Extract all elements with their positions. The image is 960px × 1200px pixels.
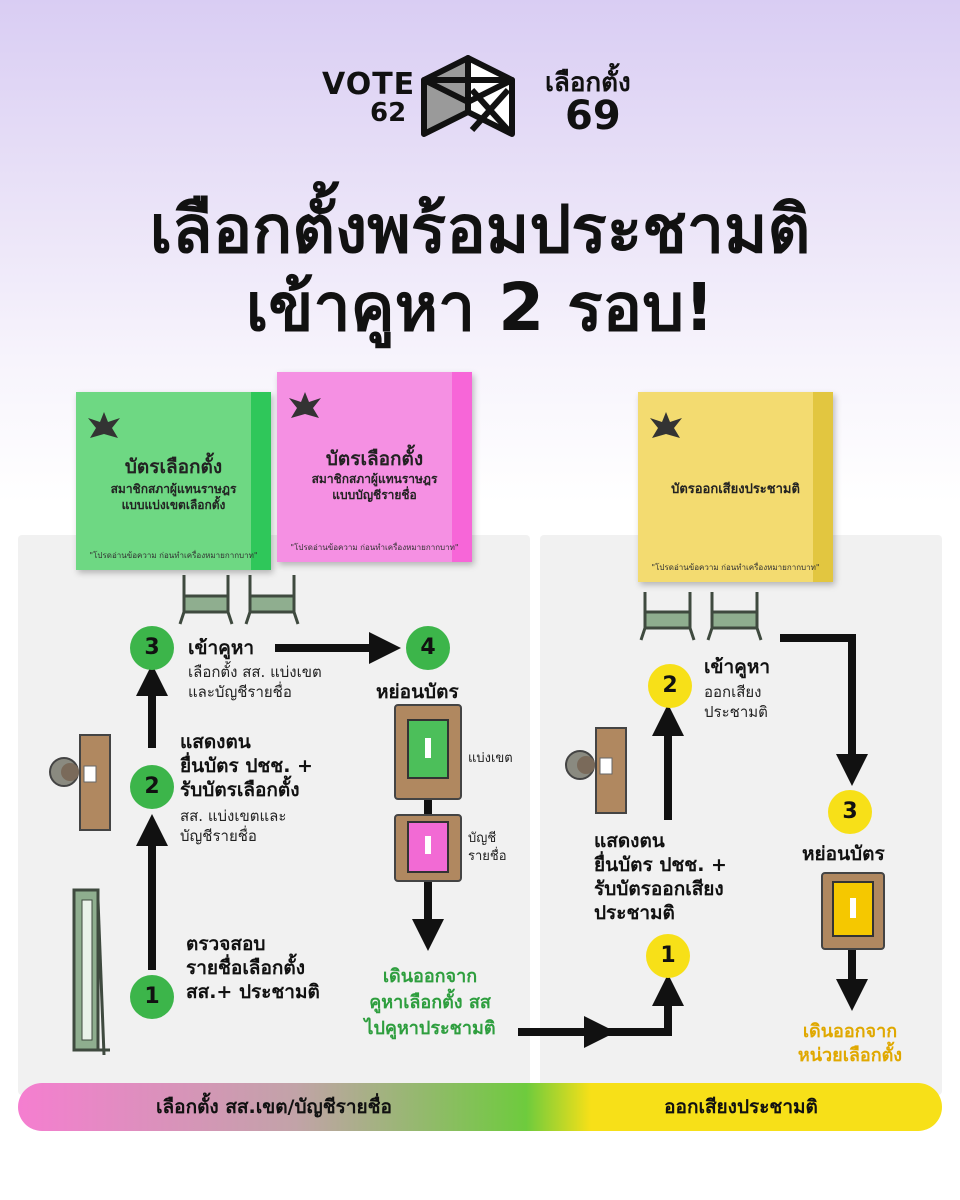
left-step2-sub1: สส. แบ่งเขตและ [180, 807, 287, 825]
ballot-box-district-icon [394, 704, 462, 800]
ballot-box-label-partylist-1: บัญชี [468, 831, 497, 846]
logo-vote-number: 62 [370, 98, 407, 128]
left-step4-circle: 4 [406, 626, 450, 670]
logo-vote-text: VOTE [322, 67, 416, 102]
ballot-box-label-district: แบ่งเขต [468, 751, 513, 766]
ballot-box-label-partylist-2: รายชื่อ [468, 849, 507, 864]
left-step3-sub2: และบัญชีรายชื่อ [188, 683, 292, 701]
left-exit-line1: เดินออกจาก [382, 966, 478, 987]
right-step1-line1: แสดงตน [594, 830, 665, 852]
right-step1-circle: 1 [646, 934, 690, 978]
bottom-bar-right-label: ออกเสียงประชามติ [664, 1096, 818, 1118]
right-step2-sub1: ออกเสียง [704, 683, 762, 701]
ballot-title: บัตรออกเสียงประชามติ [671, 482, 800, 497]
garuda-emblem-icon [650, 412, 682, 438]
right-exit-line1: เดินออกจาก [802, 1021, 898, 1042]
pink-ballot: บัตรเลือกตั้ง สมาชิกสภาผู้แทนราษฎร แบบบั… [277, 372, 472, 562]
ballot-note: "โปรดอ่านข้อความ ก่อนทำเครื่องหมายกากบาท… [89, 551, 258, 560]
left-step2-line1: แสดงตน [180, 731, 251, 753]
ballot-edge [813, 392, 833, 582]
ballot-subtitle2: แบบบัญชีรายชื่อ [332, 488, 417, 502]
ballot-subtitle2: แบบแบ่งเขตเลือกตั้ง [121, 498, 226, 512]
left-step1-line3: สส.+ ประชามติ [186, 981, 320, 1003]
garuda-emblem-icon [88, 412, 120, 438]
ballot-subtitle1: สมาชิกสภาผู้แทนราษฎร [311, 472, 438, 486]
ballot-subtitle1: สมาชิกสภาผู้แทนราษฎร [110, 482, 237, 496]
left-step1-line1: ตรวจสอบ [186, 933, 266, 955]
left-step2-line2: ยื่นบัตร ปชช. + [180, 755, 313, 777]
right-step3-circle: 3 [828, 790, 872, 834]
right-step1-line2: ยื่นบัตร ปชช. + [594, 854, 727, 876]
voter-list-board-icon [72, 888, 110, 1056]
right-exit-line2: หน่วยเลือกตั้ง [797, 1045, 903, 1066]
left-step2-circle: 2 [130, 765, 174, 809]
left-step3-title: เข้าคูหา [188, 637, 255, 659]
page-title-line2: เข้าคูหา 2 รอบ! [245, 269, 715, 346]
officer-desk-icon [565, 727, 627, 814]
voting-booth-icon [178, 575, 300, 625]
left-step1-circle: 1 [130, 975, 174, 1019]
ballot-title: บัตรเลือกตั้ง [325, 448, 424, 470]
logo-election-text: เลือกตั้ง [545, 68, 631, 98]
ballot-box-partylist-icon [394, 814, 462, 882]
right-step3-title: หย่อนบัตร [802, 843, 885, 865]
ballot-box-referendum-icon [821, 872, 885, 950]
ballot-title: บัตรเลือกตั้ง [124, 456, 223, 478]
left-exit-line3: ไปคูหาประชามติ [364, 1018, 496, 1039]
left-step3-sub1: เลือกตั้ง สส. แบ่งเขต [188, 663, 322, 681]
bottom-bar-left-label: เลือกตั้ง สส.เขต/บัญชีรายชื่อ [156, 1096, 392, 1118]
right-step1-line4: ประชามติ [594, 902, 675, 924]
right-step2-sub2: ประชามติ [704, 703, 768, 721]
ballot-box-logo-icon [421, 55, 515, 137]
left-step4-title: หย่อนบัตร [376, 681, 459, 703]
garuda-emblem-icon [289, 392, 321, 418]
ballot-edge [452, 372, 472, 562]
ballot-note: "โปรดอ่านข้อความ ก่อนทำเครื่องหมายกากบาท… [290, 543, 459, 552]
logo-election-number: 69 [565, 93, 621, 139]
left-step1-line2: รายชื่อเลือกตั้ง [186, 957, 305, 979]
right-step1-line3: รับบัตรออกเสียง [594, 878, 724, 900]
left-step2-sub2: บัญชีรายชื่อ [180, 827, 257, 845]
page-title-line1: เลือกตั้งพร้อมประชามติ [149, 191, 811, 268]
ballot-edge [251, 392, 271, 570]
voting-booth-icon [639, 592, 763, 641]
left-exit-line2: คูหาเลือกตั้ง สส [369, 992, 491, 1013]
left-step3-circle: 3 [130, 626, 174, 670]
green-ballot: บัตรเลือกตั้ง สมาชิกสภาผู้แทนราษฎร แบบแบ… [76, 392, 271, 570]
ballot-note: "โปรดอ่านข้อความ ก่อนทำเครื่องหมายกากบาท… [651, 563, 820, 572]
left-step2-line3: รับบัตรเลือกตั้ง [180, 779, 300, 801]
bottom-legend-bar [18, 1083, 942, 1131]
officer-desk-icon [49, 734, 111, 831]
yellow-ballot: บัตรออกเสียงประชามติ "โปรดอ่านข้อความ ก่… [638, 392, 833, 582]
right-step2-circle: 2 [648, 664, 692, 708]
right-step2-title: เข้าคูหา [704, 656, 771, 678]
